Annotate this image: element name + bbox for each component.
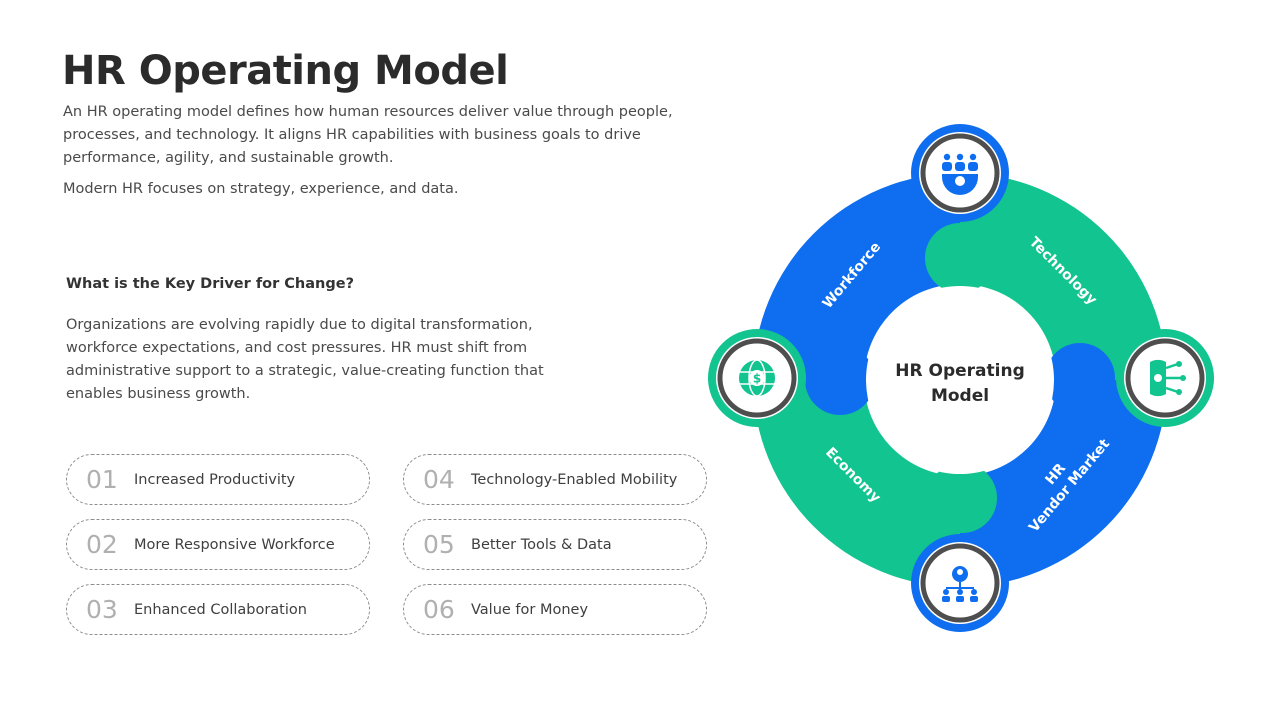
hr-operating-model-diagram: HR Operating Model Workforce Technology … bbox=[708, 124, 1214, 632]
intro-summary: Modern HR focuses on strategy, experienc… bbox=[63, 181, 459, 197]
page-title: HR Operating Model bbox=[62, 48, 509, 94]
driver-label: Enhanced Collaboration bbox=[134, 601, 307, 618]
driver-label: Better Tools & Data bbox=[471, 536, 612, 553]
driver-label: More Responsive Workforce bbox=[134, 536, 335, 553]
driver-number: 04 bbox=[423, 465, 455, 494]
knob-economy bbox=[927, 463, 997, 533]
driver-pill-05: 05 Better Tools & Data bbox=[403, 519, 707, 570]
center-hub bbox=[866, 286, 1054, 474]
driver-pill-01: 01 Increased Productivity bbox=[66, 454, 370, 505]
driver-pill-06: 06 Value for Money bbox=[403, 584, 707, 635]
team-gear-icon bbox=[942, 153, 978, 195]
badge-right bbox=[1116, 329, 1214, 427]
driver-label: Increased Productivity bbox=[134, 471, 296, 488]
center-title-line1: HR Operating bbox=[895, 361, 1024, 381]
driver-pill-02: 02 More Responsive Workforce bbox=[66, 519, 370, 570]
driver-number: 02 bbox=[86, 530, 118, 559]
badge-left: $ bbox=[708, 329, 806, 427]
driver-heading: What is the Key Driver for Change? bbox=[66, 276, 354, 292]
segment-economy bbox=[753, 380, 960, 587]
driver-number: 01 bbox=[86, 465, 118, 494]
knob-workforce bbox=[805, 345, 875, 415]
driver-pill-04: 04 Technology-Enabled Mobility bbox=[403, 454, 707, 505]
driver-paragraph: Organizations are evolving rapidly due t… bbox=[66, 317, 544, 402]
driver-number: 06 bbox=[423, 595, 455, 624]
driver-pill-03: 03 Enhanced Collaboration bbox=[66, 584, 370, 635]
driver-number: 05 bbox=[423, 530, 455, 559]
segment-workforce bbox=[753, 173, 960, 380]
driver-label: Technology-Enabled Mobility bbox=[471, 471, 678, 488]
badge-bottom bbox=[911, 534, 1009, 632]
ai-chip-icon bbox=[1150, 359, 1186, 397]
intro-paragraph: An HR operating model defines how human … bbox=[63, 104, 673, 166]
org-chart-icon bbox=[942, 566, 978, 602]
badge-top bbox=[911, 124, 1009, 222]
knob-technology bbox=[925, 223, 995, 293]
segment-vendor-market bbox=[960, 380, 1167, 587]
globe-dollar-icon: $ bbox=[739, 359, 775, 397]
center-title-line2: Model bbox=[931, 386, 989, 406]
knob-vendor bbox=[1045, 343, 1115, 413]
driver-number: 03 bbox=[86, 595, 118, 624]
segment-technology bbox=[960, 173, 1167, 380]
driver-label: Value for Money bbox=[471, 601, 589, 618]
svg-text:$: $ bbox=[753, 372, 761, 386]
